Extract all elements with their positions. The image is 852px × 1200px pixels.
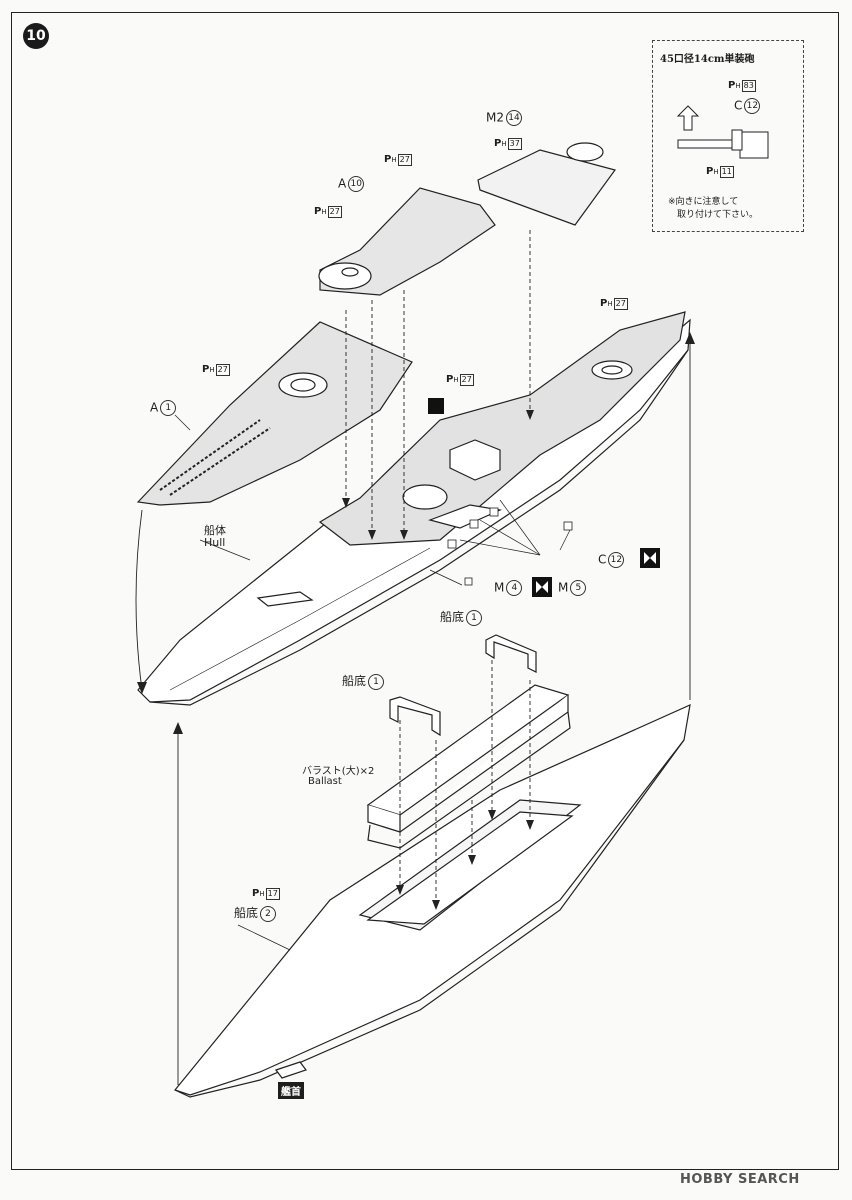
part-m2: [477, 142, 616, 226]
watermark: HOBBY SEARCH: [680, 1172, 800, 1187]
guide-lines: [345, 230, 531, 905]
part-a10: [318, 187, 496, 296]
part-c12-pieces: [447, 507, 573, 586]
note-gun-sketch: [676, 105, 769, 159]
label-ballast-jp: バラスト(大)×2: [302, 766, 375, 777]
note-box: [652, 40, 804, 232]
page-frame: [11, 12, 839, 1170]
bow-arrow-icon: [275, 1061, 307, 1079]
label-hull-en: Hull: [204, 536, 226, 549]
bowtie-icon-m4: [532, 577, 552, 597]
arrowheads: [137, 332, 695, 910]
part-a1: [136, 321, 413, 506]
note-orientation-text: ※向きに注意して 取り付けて下さい。: [668, 197, 759, 220]
hull-deck: [318, 311, 686, 546]
bowtie-icon-c12: [640, 548, 660, 568]
bottom-part-1a: [389, 696, 441, 737]
ballast-parts: [366, 684, 571, 849]
guide-arrows-solid: [135, 340, 691, 1085]
part-marker-icon: [428, 398, 444, 414]
note-title: 45口径14cm単装砲: [660, 54, 755, 65]
bow-label: 艦首: [278, 1082, 304, 1099]
bottom-part-1b: [485, 634, 537, 673]
leader-lines: [174, 414, 571, 951]
step-number-badge: 10: [23, 23, 49, 49]
label-hull-jp: 船体: [204, 524, 226, 537]
label-ballast-en: Ballast: [308, 776, 342, 787]
